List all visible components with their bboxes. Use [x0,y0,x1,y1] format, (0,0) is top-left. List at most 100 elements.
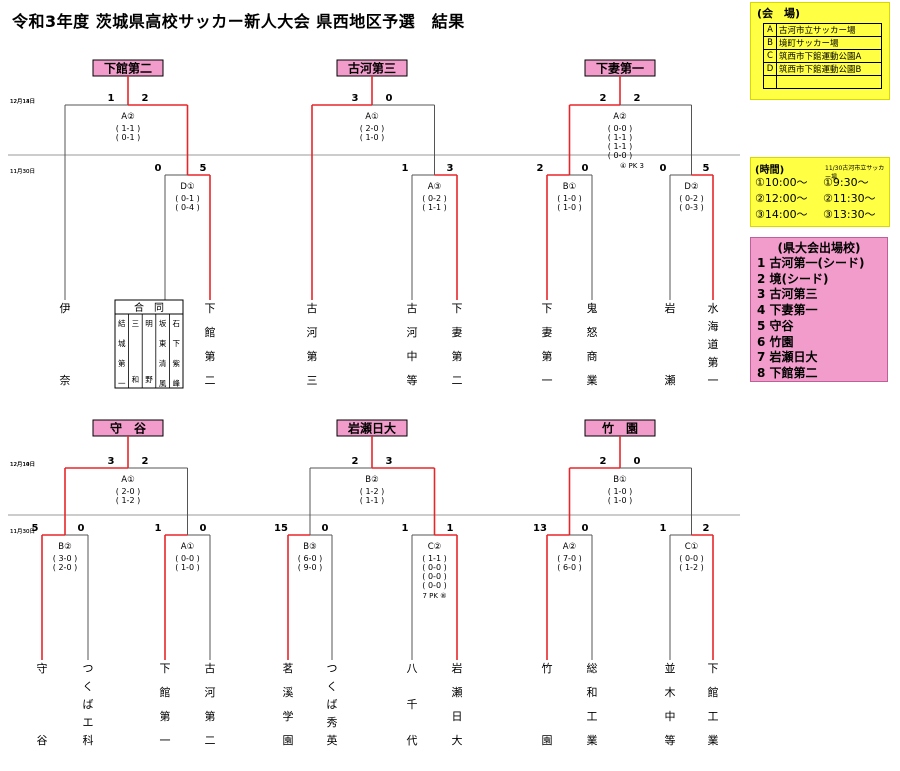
venue-key: A [763,23,777,37]
semi-venue: A③ [428,182,441,192]
final-date: 12月13日 [10,98,35,105]
team-name-char: 下 [452,302,463,315]
semi-detail: ( 0-0 ) [422,563,446,572]
team-name-char: 館 [160,685,171,699]
team-name-char: 水 [708,302,719,315]
venue-name: 古河市立サッカー場 [776,23,882,37]
semi-detail: ( 6-0 ) [298,554,322,563]
semi-venue: D① [180,182,194,192]
semi-detail: ( 0-3 ) [679,203,703,212]
semi-detail: ( 0-2 ) [679,194,703,203]
team-name-char: 第 [452,349,463,363]
team-name-char: く [83,680,94,693]
semi-detail: ( 2-0 ) [53,563,77,572]
final-score: 1 [108,93,115,104]
winner-banner-label: 岩瀬日大 [347,421,396,436]
final-detail: ( 0-0 ) [608,151,632,160]
team-name-char: 等 [665,733,676,747]
semi-venue: B① [563,182,576,192]
semi-score: 5 [200,163,207,174]
semi-score: 3 [447,163,454,174]
final-score: 0 [634,456,641,467]
final-date: 12月10日 [10,461,35,468]
team-name-char: 中 [407,350,418,363]
semi-detail: ( 1-0 ) [175,563,199,572]
team-name-char: 下 [160,662,171,675]
team-name-char: 木 [665,686,676,699]
semi-score: 0 [660,163,667,174]
semi-detail: ( 6-0 ) [557,563,581,572]
semi-score: 2 [703,523,710,534]
kickoff-times-note: 11/30古河市立サッカー場 [825,165,885,181]
final-venue: A① [365,112,378,122]
qualified-schools-header: (県大会出場校) [777,241,861,255]
joint-member-char: 野 [145,375,153,384]
team-name-char: 一 [160,734,171,747]
team-name-char: 河 [307,326,318,339]
final-score: 0 [386,93,393,104]
team-name-char: つ [83,662,94,675]
team-name-char: 下 [708,662,719,675]
joint-member-char: 結 [118,318,126,328]
semi-venue: C① [685,542,699,552]
team-name-char: 第 [160,709,171,723]
winner-banner-label: 下妻第一 [596,61,644,76]
team-name-char: 守 [37,661,48,675]
team-name-char: 下 [205,302,216,315]
final-pk: ④ PK 3 [620,162,644,170]
final-venue: B① [613,475,626,485]
team-name-char: 怒 [587,325,598,339]
qualified-item: 4 下妻第一 [757,303,818,318]
team-name-char: 館 [708,685,719,699]
final-detail: ( 0-1 ) [116,133,140,142]
joint-member-char: 第 [118,358,126,368]
winner-banner-label: 古河第三 [348,61,396,76]
final-date: 12月14日 [10,98,35,105]
team-name-char: 第 [307,349,318,363]
venue-name: 境町サッカー場 [776,36,882,50]
final-score: 2 [600,93,607,104]
final-venue: B② [365,475,378,485]
kickoff-times-col1: ①10:00～ ②12:00～ ③14:00～ [755,175,808,223]
semi-detail: ( 3-0 ) [53,554,77,563]
semi-detail: ( 0-1 ) [175,194,199,203]
venue-legend-header: (会 場) [757,7,801,20]
joint-member-char: 下 [172,339,180,348]
qualified-item: 5 守谷 [757,318,794,333]
venue-key: C [763,49,777,63]
winner-banner-label: 守 谷 [110,421,147,436]
final-detail: ( 1-1 ) [608,142,632,151]
final-venue: A① [121,475,134,485]
joint-member-char: 坂 [159,318,167,328]
team-name-char: 二 [205,374,216,387]
team-name-char: 園 [283,734,294,747]
semi-detail: ( 7-0 ) [557,554,581,563]
team-name-char: 和 [587,686,598,699]
final-date: 12月14日 [10,461,35,468]
joint-member-char: 清 [159,358,167,368]
team-name-char: く [327,680,338,693]
team-name-char: 伊 [60,302,71,315]
team-name-char: 大 [452,733,463,747]
team-name-char: 一 [542,374,553,387]
semi-detail: ( 1-1 ) [422,554,446,563]
final-score: 2 [142,456,149,467]
final-score: 2 [634,93,641,104]
kickoff-time: ②11:30～ [823,192,876,205]
team-name-char: 秀 [327,716,338,729]
team-name-char: 谷 [37,734,48,747]
team-name-char: 古 [407,302,418,315]
team-name-char: 一 [708,374,719,387]
team-name-char: 海 [708,319,719,333]
qualified-item: 7 岩瀬日大 [757,350,818,365]
joint-member-char: 石 [172,319,180,328]
semi-venue: B② [58,542,71,552]
team-name-char: 第 [205,349,216,363]
semi-date: 11月30日 [10,168,35,175]
final-detail: ( 2-0 ) [116,487,140,496]
team-name-char: 岩 [452,661,463,675]
